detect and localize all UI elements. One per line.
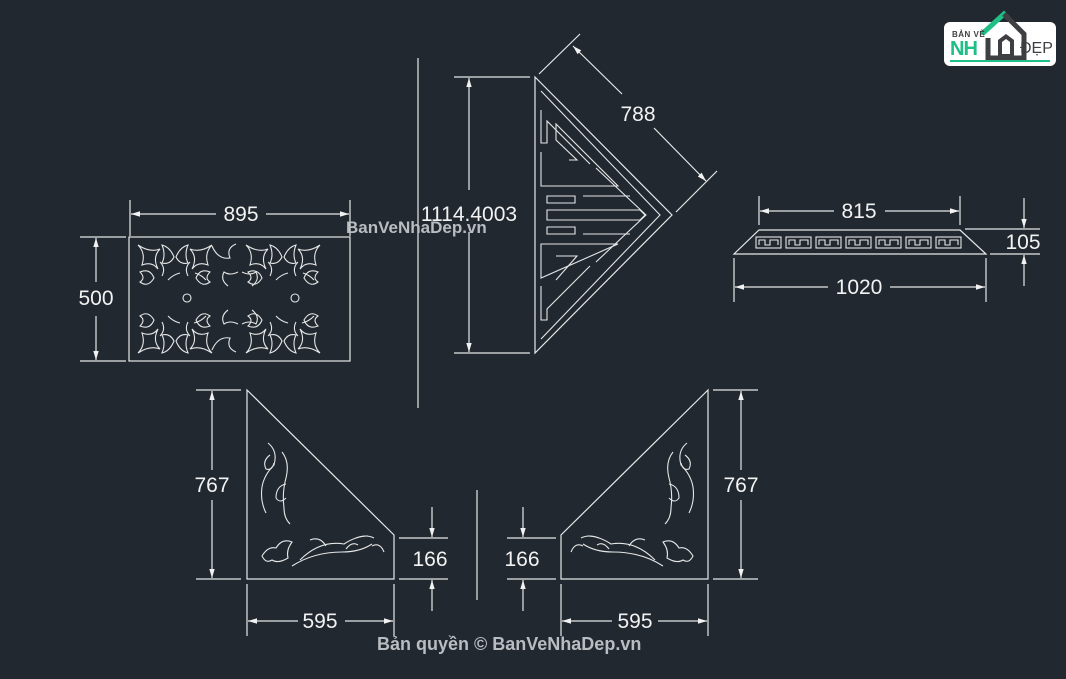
dim-end-height-166-left: 166 xyxy=(412,548,447,571)
house-icon xyxy=(980,10,1027,61)
trapezoid-outline xyxy=(732,229,988,255)
dim-bottom-width-1020: 1020 xyxy=(836,276,883,299)
left-bracket-outline xyxy=(246,388,395,580)
left-bracket: 767 595 166 xyxy=(194,388,448,636)
dim-side-788: 788 xyxy=(620,103,655,126)
dim-base-595-left: 595 xyxy=(302,610,337,633)
floral-ornament-pattern xyxy=(137,243,321,354)
right-bracket: 767 595 166 xyxy=(504,388,759,636)
right-bracket-outline xyxy=(560,388,709,580)
dim-width-895: 895 xyxy=(223,203,258,226)
logo-line3: ĐẸP xyxy=(1020,40,1053,57)
brand-logo: BẢN VẼ NH ĐẸP xyxy=(944,10,1056,66)
rectangular-panel: 895 500 xyxy=(78,200,351,362)
fret-ornament xyxy=(540,90,661,340)
dim-height-1114-4003: 1114.4003 xyxy=(421,203,517,226)
greek-key-pattern xyxy=(755,236,962,249)
trapezoid-frieze: 815 1020 105 xyxy=(732,196,1041,302)
scroll-ornament-right xyxy=(570,442,695,567)
logo-line1: BẢN VẼ xyxy=(952,30,986,39)
watermark-center: BanVeNhaDep.vn xyxy=(346,218,487,237)
dim-height-500: 500 xyxy=(78,287,113,310)
dim-height-767-right: 767 xyxy=(723,474,758,497)
scroll-ornament-left xyxy=(260,442,385,567)
triangle-outline xyxy=(534,75,673,355)
logo-line2: NH xyxy=(950,38,978,60)
watermark-copyright: Bản quyền © BanVeNhaDep.vn xyxy=(377,634,642,654)
logo-underline xyxy=(950,60,1050,62)
triangular-corner-panel: 1114.4003 788 xyxy=(417,33,718,408)
panel-outline xyxy=(128,236,351,362)
dim-base-595-right: 595 xyxy=(617,610,652,633)
dim-height-105: 105 xyxy=(1005,231,1040,254)
dim-height-767-left: 767 xyxy=(194,474,229,497)
dim-end-height-166-right: 166 xyxy=(504,548,539,571)
dim-top-width-815: 815 xyxy=(841,200,876,223)
